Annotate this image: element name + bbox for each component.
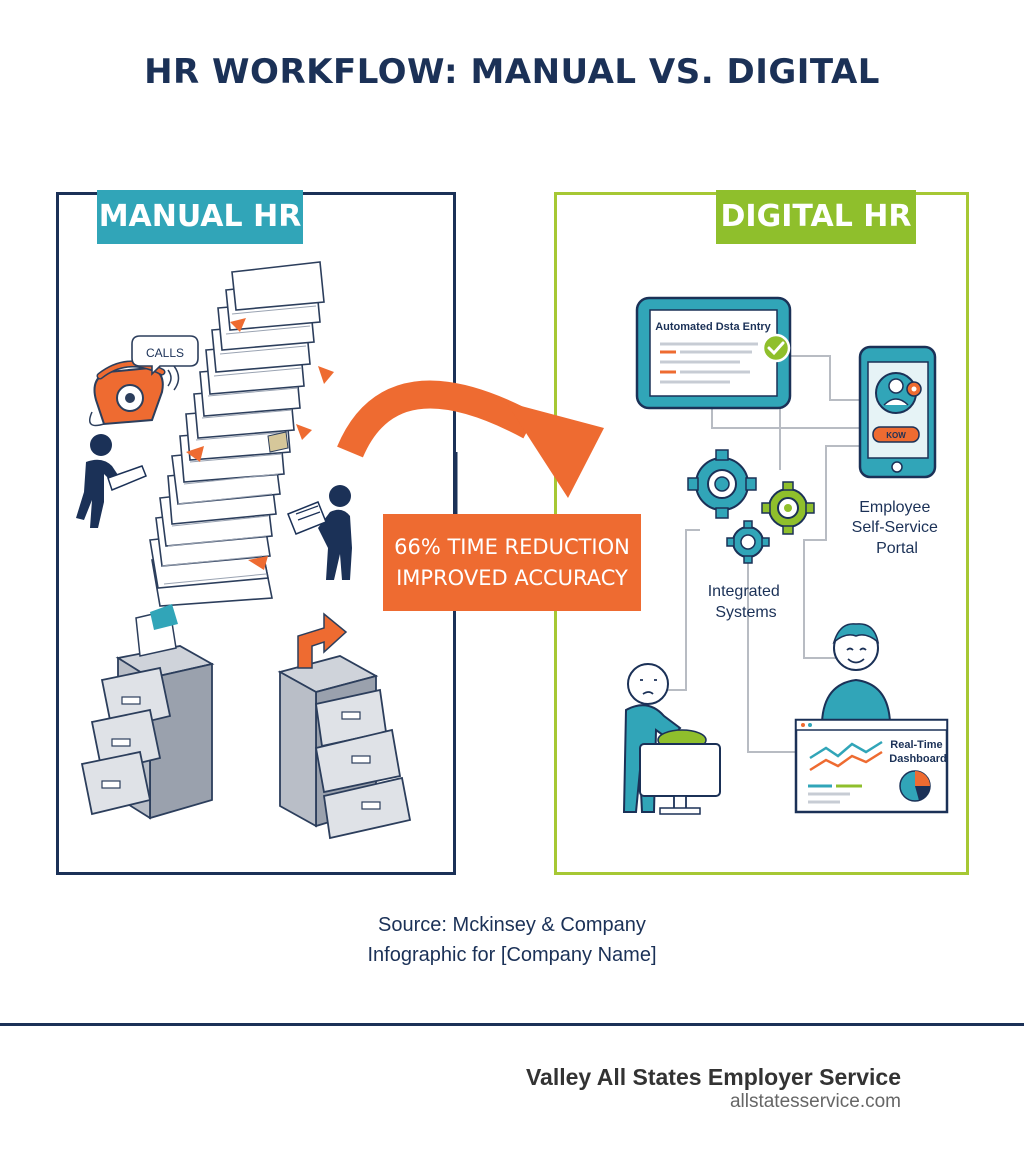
portal-button-label: KOW <box>886 431 906 440</box>
person-smiling-icon <box>820 623 892 723</box>
calls-speech-bubble: CALLS <box>131 335 199 376</box>
telephone-icon <box>89 360 180 427</box>
real-time-dashboard: Real-Time Dashboard <box>794 718 949 814</box>
callout-time-reduction: 66% TIME REDUCTION <box>394 535 630 559</box>
callout-accuracy: IMPROVED ACCURACY <box>396 566 628 590</box>
paper-stack-icon <box>149 261 334 607</box>
source-line: Source: Mckinsey & Company <box>378 914 646 936</box>
curved-arrow-icon <box>337 380 604 498</box>
page-title: HR WORKFLOW: MANUAL VS. DIGITAL <box>144 52 880 92</box>
source-credit: Source: Mckinsey & Company Infographic f… <box>0 910 1024 970</box>
portal-label: Employee Self-Service Portal <box>852 499 943 557</box>
integrated-systems-label: Integrated Systems <box>708 583 785 621</box>
person-writing-icon <box>76 434 147 528</box>
connector-lines <box>650 355 860 753</box>
dashboard-label: Real-Time Dashboard <box>889 739 946 765</box>
pie-chart-icon <box>899 770 931 802</box>
infographic-credit-line: Infographic for [Company Name] <box>367 944 657 966</box>
checkmark-icon <box>761 333 791 363</box>
automated-data-entry-tablet: Automated Dsta Entry <box>635 296 792 410</box>
company-name: Valley All States Employer Service <box>525 1064 901 1090</box>
self-service-phone: KOW <box>858 345 937 479</box>
footer-divider <box>0 1023 1024 1026</box>
person-at-computer-icon <box>622 663 721 815</box>
digital-hr-label: DIGITAL HR <box>716 190 916 244</box>
stats-callout: 66% TIME REDUCTION IMPROVED ACCURACY <box>383 514 641 611</box>
integrated-systems-gears-icon <box>687 449 815 564</box>
automated-entry-label: Automated Dsta Entry <box>655 321 771 333</box>
dashboard-line-chart <box>809 740 883 760</box>
filing-cabinet-icon <box>277 612 412 840</box>
portal-button <box>872 426 920 443</box>
calls-label: CALLS <box>146 346 184 360</box>
company-website: allstatesservice.com <box>729 1091 901 1112</box>
manual-hr-label: MANUAL HR <box>97 190 303 244</box>
filing-cabinet-icon <box>80 604 215 820</box>
person-carrying-documents-icon <box>287 485 352 580</box>
